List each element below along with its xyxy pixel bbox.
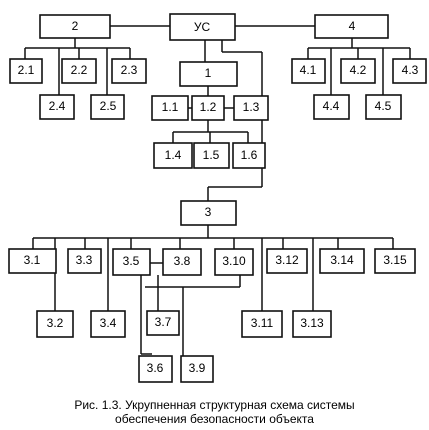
box-1-2-label: 1.2 — [200, 100, 217, 114]
box-2-2: 2.2 — [61, 58, 97, 84]
box-2-4: 2.4 — [39, 94, 75, 120]
box-4-3-label: 4.3 — [402, 63, 419, 77]
box-3-7: 3.7 — [146, 310, 180, 336]
box-2-label: 2 — [72, 19, 79, 33]
box-1-3: 1.3 — [233, 95, 269, 121]
box-2-5: 2.5 — [90, 94, 125, 120]
box-1-5-label: 1.5 — [203, 148, 220, 162]
box-3-5-label: 3.5 — [123, 254, 140, 268]
box-3-6-label: 3.6 — [147, 361, 164, 375]
box-3-8-label: 3.8 — [174, 254, 191, 268]
box-4-1: 4.1 — [291, 58, 326, 84]
box-3-5: 3.5 — [112, 248, 151, 276]
box-1-1-label: 1.1 — [162, 100, 179, 114]
figure-caption: Рис. 1.3. Укрупненная структурная схема … — [0, 398, 429, 426]
box-1: 1 — [179, 61, 238, 87]
box-us-label: УС — [194, 20, 211, 34]
box-3-12: 3.12 — [266, 248, 308, 274]
box-1-3-label: 1.3 — [243, 100, 260, 114]
box-3-11-label: 3.11 — [251, 316, 274, 330]
box-4: 4 — [314, 14, 389, 39]
box-1-label: 1 — [205, 66, 212, 80]
box-2-3: 2.3 — [111, 58, 147, 84]
box-3-10: 3.10 — [214, 248, 254, 276]
box-2-5-label: 2.5 — [100, 99, 117, 113]
box-us: УС — [169, 13, 236, 41]
box-1-1: 1.1 — [151, 95, 189, 121]
box-4-label: 4 — [349, 19, 356, 33]
box-3-4-label: 3.4 — [100, 316, 117, 330]
box-3-9: 3.9 — [180, 355, 214, 383]
box-3: 3 — [180, 200, 237, 226]
box-3-8: 3.8 — [162, 248, 202, 276]
box-3-9-label: 3.9 — [189, 361, 206, 375]
caption-line-2: обеспечения безопасности объекта — [115, 412, 314, 426]
box-1-6: 1.6 — [232, 142, 266, 169]
box-2-1-label: 2.1 — [18, 63, 35, 77]
box-3-14: 3.14 — [319, 248, 365, 274]
box-3-13-label: 3.13 — [300, 316, 324, 330]
box-4-4-label: 4.4 — [323, 99, 340, 113]
box-1-2: 1.2 — [191, 95, 225, 121]
box-1-6-label: 1.6 — [241, 148, 258, 162]
box-3-13: 3.13 — [292, 310, 332, 338]
box-3-14-label: 3.14 — [330, 253, 354, 267]
box-3-15: 3.15 — [374, 248, 416, 274]
box-1-5: 1.5 — [193, 142, 230, 169]
box-1-4: 1.4 — [153, 142, 193, 169]
box-3-4: 3.4 — [90, 310, 126, 338]
box-4-5-label: 4.5 — [375, 99, 392, 113]
box-3-3: 3.3 — [67, 248, 102, 274]
box-3-2-label: 3.2 — [47, 316, 64, 330]
box-3-1-label: 3.1 — [24, 253, 41, 267]
box-4-3: 4.3 — [392, 58, 427, 84]
box-4-2: 4.2 — [340, 58, 376, 84]
box-4-1-label: 4.1 — [300, 63, 317, 77]
box-2-4-label: 2.4 — [49, 99, 66, 113]
box-4-2-label: 4.2 — [350, 63, 367, 77]
box-3-12-label: 3.12 — [275, 253, 299, 267]
box-1-4-label: 1.4 — [165, 148, 182, 162]
box-3-3-label: 3.3 — [76, 253, 93, 267]
box-2-1: 2.1 — [9, 58, 43, 84]
box-2: 2 — [39, 14, 111, 39]
box-3-11: 3.11 — [241, 310, 283, 338]
box-3-label: 3 — [205, 205, 212, 219]
caption-line-1: Рис. 1.3. Укрупненная структурная схема … — [74, 398, 355, 412]
box-3-7-label: 3.7 — [155, 315, 172, 329]
box-2-2-label: 2.2 — [71, 63, 88, 77]
box-4-4: 4.4 — [313, 94, 350, 120]
box-4-5: 4.5 — [365, 94, 402, 120]
box-3-1: 3.1 — [8, 248, 57, 274]
box-3-2: 3.2 — [36, 310, 74, 338]
box-3-10-label: 3.10 — [222, 254, 246, 268]
box-3-6: 3.6 — [138, 355, 173, 383]
box-3-15-label: 3.15 — [383, 253, 407, 267]
box-2-3-label: 2.3 — [121, 63, 138, 77]
